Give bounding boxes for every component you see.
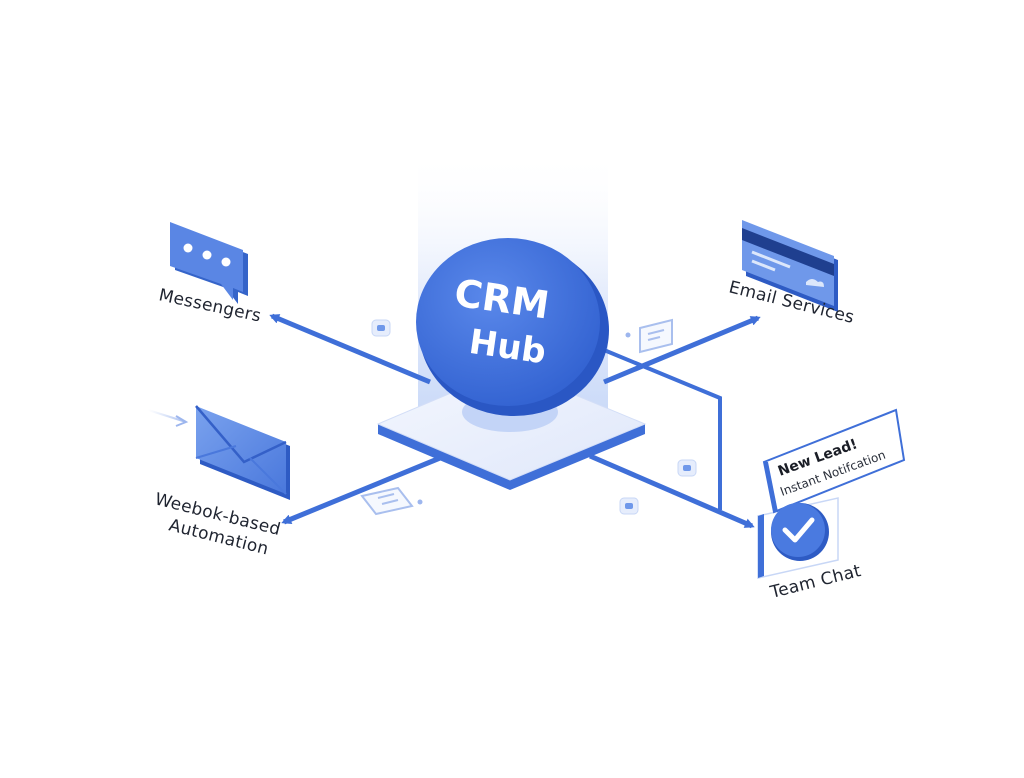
- motion-trail: [147, 409, 187, 423]
- motion-arrow-icon: [175, 415, 189, 427]
- check-circle-icon: [771, 503, 829, 561]
- floating-dot-top: [625, 332, 631, 338]
- arrow-to-team-chat: [589, 453, 755, 529]
- floating-doc-top: [639, 318, 673, 354]
- team-chat-node: New Lead! Instant Notifcation Team Chat: [757, 408, 906, 603]
- connector-vertical: [603, 348, 722, 510]
- email-services-node: Email Services: [727, 220, 856, 328]
- notification-card: New Lead! Instant Notifcation: [762, 408, 906, 514]
- arrow-to-webhook: [281, 455, 441, 525]
- credit-card-icon: [742, 220, 838, 312]
- floating-chip-2: [677, 459, 697, 477]
- floating-chip-3: [619, 497, 639, 515]
- webhook-automation-node: Weebok-based Automation: [147, 405, 290, 560]
- floating-dot-bottom: [417, 499, 423, 505]
- crm-hub-disc: CRM Hub: [416, 238, 609, 416]
- floating-chip-1: [371, 319, 391, 337]
- chat-bubble-icon: [170, 222, 248, 304]
- messengers-node: Messengers: [157, 222, 263, 327]
- arrow-to-email: [603, 315, 761, 385]
- arrow-to-messengers: [269, 313, 431, 385]
- envelope-icon: [195, 405, 290, 500]
- floating-doc-bottom: [360, 486, 414, 516]
